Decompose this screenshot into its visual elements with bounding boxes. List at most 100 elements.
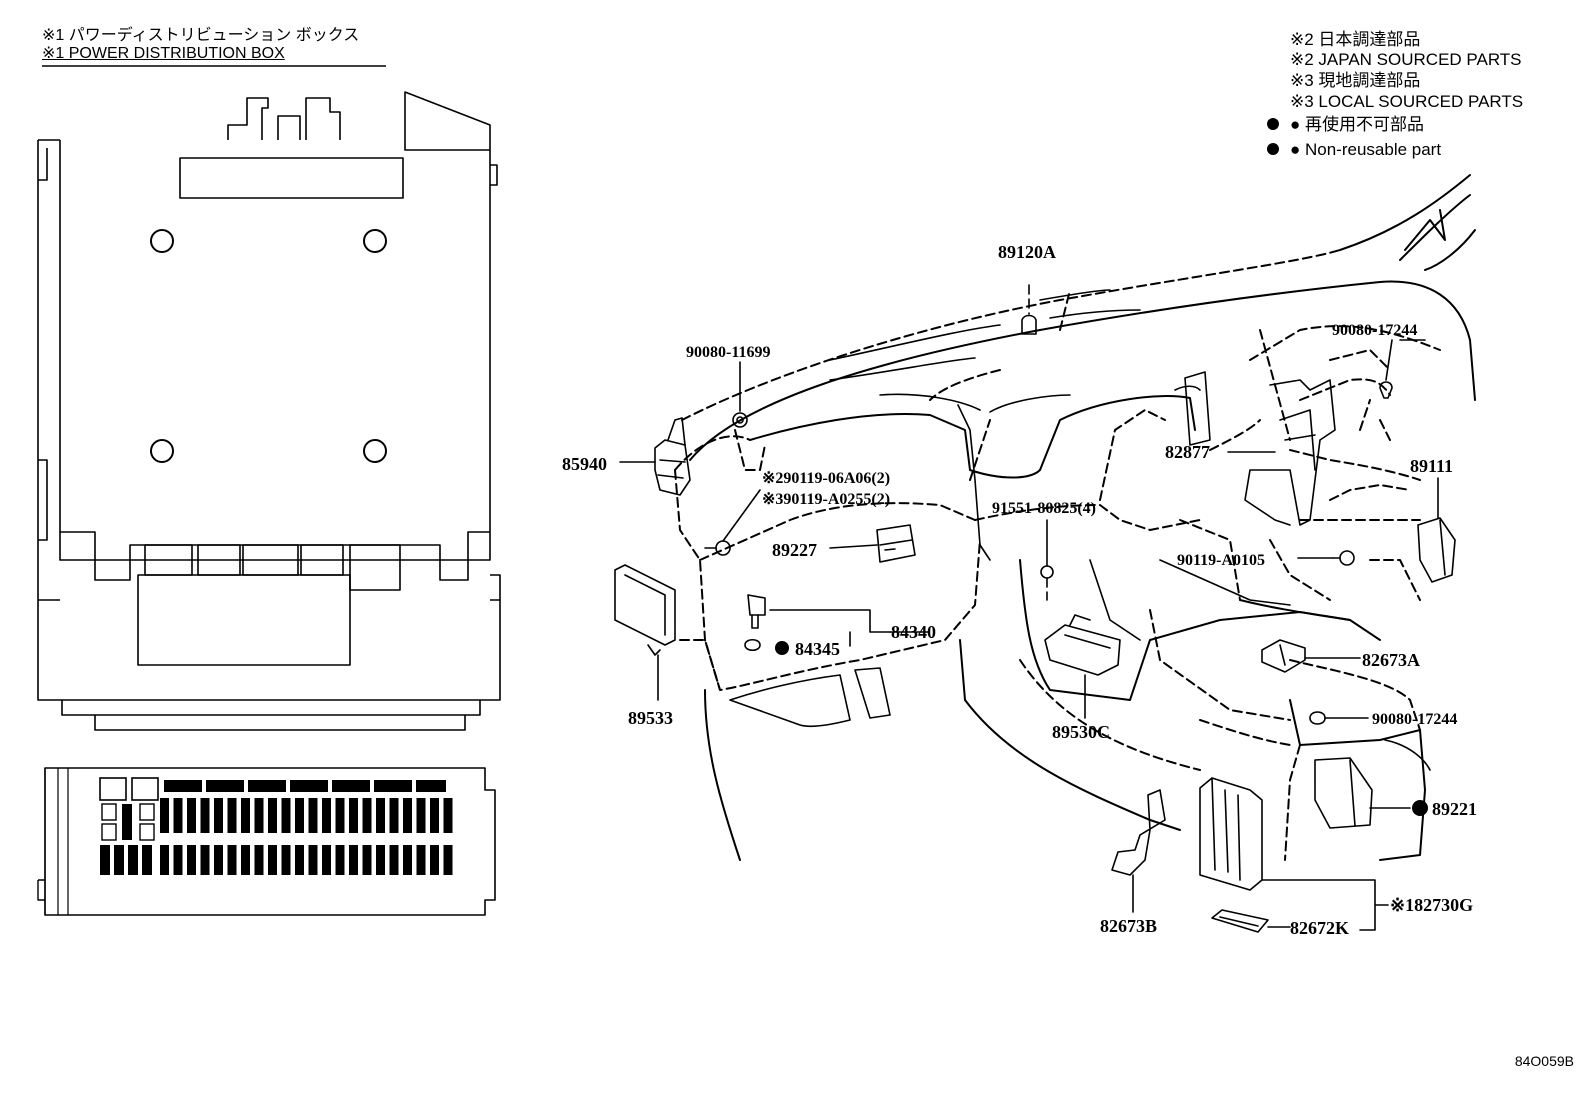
fuse-slot [281, 845, 291, 875]
part-90119-A0105 [1297, 550, 1355, 566]
part-82673A [1261, 639, 1361, 673]
fuse-slot [376, 798, 385, 833]
diagram-code: 84O059B [1514, 1053, 1574, 1069]
label-85940: 85940 [562, 454, 607, 474]
fuse-slot [160, 798, 169, 833]
label-89227: 89227 [772, 540, 817, 560]
label-90080-11699: 90080-11699 [686, 344, 770, 361]
fuse-slot [187, 798, 196, 833]
fuse-slot [227, 845, 237, 875]
legend-dot-en [1267, 143, 1279, 155]
part-82877 [1227, 379, 1336, 526]
fuse-slot [268, 845, 277, 875]
fuse-slot [416, 798, 426, 833]
part-82672K [1211, 909, 1291, 933]
fuse-slot [349, 845, 358, 875]
label-90119-A0255: ※390119-A0255(2) [762, 491, 890, 508]
fuse-slot [128, 845, 138, 875]
label-82672K: 82672K [1290, 918, 1349, 938]
fuse-slot [227, 798, 237, 833]
label-89120A: 89120A [998, 242, 1056, 262]
fuse-slot [268, 798, 277, 833]
fuse-slot [430, 845, 439, 875]
fuse-slot [389, 798, 399, 833]
dash-right-edge [1339, 174, 1471, 261]
legend-jp-sourced: ※2 日本調達部品 [1290, 30, 1421, 49]
part-90080-17244-bottom [1309, 711, 1369, 725]
label-90080-17244-bottom: 90080-17244 [1372, 711, 1457, 728]
fuse-slot [403, 845, 412, 875]
fuse-slot [142, 845, 152, 875]
fuse-slot [403, 798, 412, 833]
part-82730G [1199, 777, 1389, 931]
fuse-slot [443, 798, 453, 833]
legend-nonreusable: ● Non-reusable part [1290, 140, 1442, 159]
label-89221: 89221 [1432, 799, 1477, 819]
legend-dot-jp [1267, 118, 1279, 130]
fuse-slot [416, 845, 426, 875]
dash-right-corner [1404, 209, 1476, 271]
label-82673A: 82673A [1362, 650, 1420, 670]
fuse-slot [200, 798, 210, 833]
floor-line-left [959, 639, 1181, 831]
fuse-slot [281, 798, 291, 833]
label-89111: 89111 [1410, 456, 1453, 476]
legend-japan-sourced: ※2 JAPAN SOURCED PARTS [1290, 50, 1522, 69]
power-distribution-box-top [37, 91, 501, 731]
label-90080-17244-top: 90080-17244 [1332, 322, 1417, 339]
fuse-slot [160, 845, 169, 875]
part-89530C [1044, 614, 1121, 719]
dash-upper-surface [689, 280, 1476, 461]
part-82673B [1111, 789, 1166, 913]
fuse-slot [335, 845, 345, 875]
fuse-slot [362, 845, 372, 875]
label-82673B: 82673B [1100, 916, 1157, 936]
fuse-slot [443, 845, 453, 875]
part-89120A [1021, 284, 1037, 335]
label-84345: 84345 [795, 639, 840, 659]
part-90080-17244-top [1379, 339, 1393, 399]
fuse-slot [376, 845, 385, 875]
fuse-slot [308, 845, 318, 875]
label-90119-06A06: ※290119-06A06(2) [762, 470, 890, 487]
label-90119-A0105: 90119-A0105 [1177, 552, 1265, 569]
dash-left-lower [704, 689, 741, 861]
dash-top-outline [681, 249, 1341, 421]
label-82730G: ※182730G [1390, 895, 1473, 915]
power-distribution-box-side [37, 767, 496, 916]
fuse-block-pattern [99, 777, 446, 841]
fuse-slot [335, 798, 345, 833]
part-91551-bolt [1040, 519, 1054, 601]
label-84340: 84340 [891, 622, 936, 642]
header-en: ※1 POWER DISTRIBUTION BOX [42, 45, 285, 62]
fuse-slot [254, 845, 264, 875]
fuse-slot [254, 798, 264, 833]
fuse-slot [241, 845, 250, 875]
part-89221 [1314, 757, 1411, 829]
part-89111 [1417, 477, 1456, 583]
label-82877: 82877 [1165, 442, 1210, 462]
fuse-slot [322, 798, 331, 833]
fuse-slot [214, 798, 223, 833]
fuse-slot [295, 798, 304, 833]
legend-jp-local: ※3 現地調達部品 [1290, 71, 1421, 90]
fuse-slot [173, 798, 183, 833]
fuse-slot [100, 845, 110, 875]
part-90119-bolt [704, 489, 761, 556]
fuse-slot [200, 845, 210, 875]
header-jp: ※1 パワーディストリビューション ボックス [42, 27, 360, 44]
part-84340 [744, 594, 891, 652]
fuse-slot [214, 845, 223, 875]
non-reusable-dot-84345 [775, 641, 789, 655]
fuse-slot [173, 845, 183, 875]
label-89530C: 89530C [1052, 722, 1110, 742]
fuse-slot [322, 845, 331, 875]
fuse-slot [349, 798, 358, 833]
label-91551-80825: 91551-80825(4) [992, 500, 1096, 517]
part-89227 [829, 524, 916, 563]
fuse-slot [114, 845, 124, 875]
fuse-rows [100, 798, 453, 875]
fuse-slot [187, 845, 196, 875]
legend-jp-nonreusable: ● 再使用不可部品 [1290, 115, 1424, 134]
